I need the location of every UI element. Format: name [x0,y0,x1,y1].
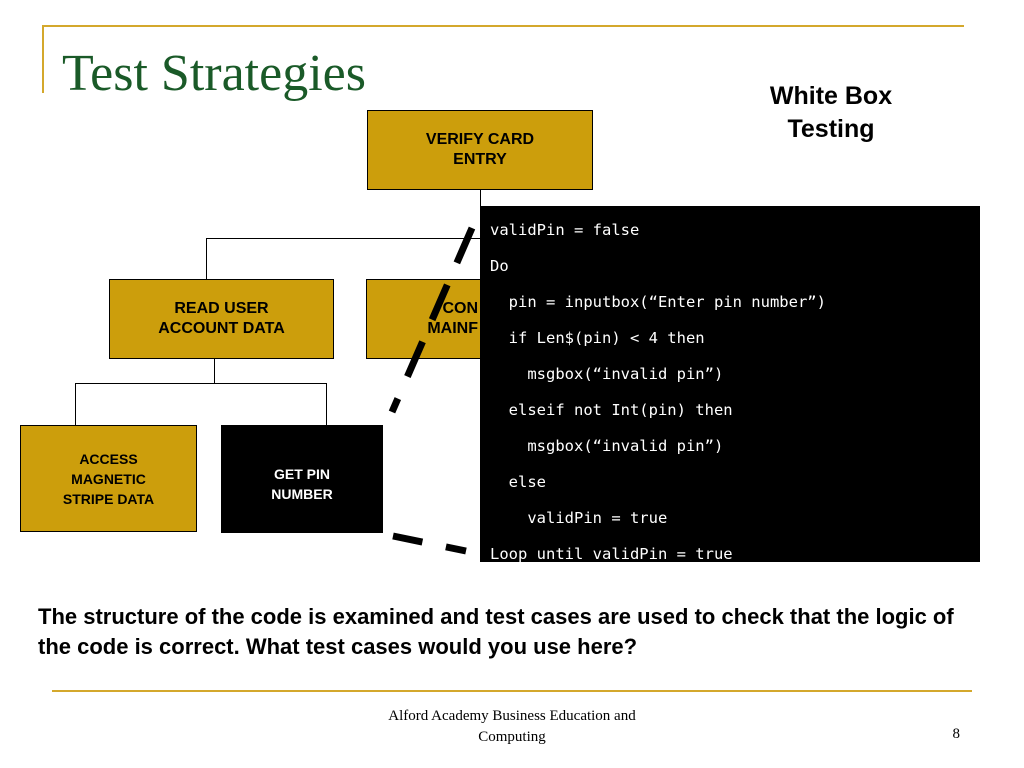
box-get-pin-line2: NUMBER [271,486,333,502]
box-confirm-line2: MAINF [427,320,478,337]
code-line: validPin = true [490,509,668,527]
box-read-user-line2: ACCOUNT DATA [158,320,285,337]
slide-caption: The structure of the code is examined an… [38,604,954,659]
box-verify-card-entry-line2: ENTRY [453,151,507,168]
footer-line1: Alford Academy Business Education and [388,708,636,724]
page-number: 8 [952,726,961,742]
code-panel: validPin = false Do pin = inputbox(“Ente… [480,206,980,563]
box-access-line2: MAGNETIC [71,470,146,487]
callout-dash-lower [392,532,467,555]
footer-text: Alford Academy Business Education and Co… [352,706,672,748]
code-line: Loop until validPin = true [490,545,733,563]
code-line: Do [490,257,509,275]
code-line: if Len$(pin) < 4 then [490,329,705,347]
box-access-magnetic-stripe: ACCESS MAGNETIC STRIPE DATA [20,425,197,532]
footer-line2: Computing [478,729,546,745]
white-box-label-line2: Testing [787,115,875,143]
code-line: msgbox(“invalid pin”) [490,365,724,383]
box-confirm-line1: CON [442,300,478,317]
box-access-line1: ACCESS [79,450,138,467]
connector-get-pin [326,383,327,425]
box-read-user-account-data: READ USER ACCOUNT DATA [109,279,334,359]
box-read-user-line1: READ USER [174,300,269,317]
code-line: msgbox(“invalid pin”) [490,437,724,455]
box-get-pin-number: GET PIN NUMBER [221,425,383,533]
code-line: elseif not Int(pin) then [490,401,733,419]
code-line: validPin = false [490,221,640,239]
box-verify-card-entry-line1: VERIFY CARD [425,131,535,148]
box-confirm-mainframe-partial: CON MAINF [366,279,480,359]
box-get-pin-line1: GET PIN [273,466,330,482]
left-rule [42,25,44,93]
box-verify-card-entry: VERIFY CARD ENTRY [367,110,593,190]
footer-rule [52,690,972,692]
code-line: else [490,473,546,491]
code-line: pin = inputbox(“Enter pin number”) [490,293,826,311]
top-rule [42,25,964,27]
connector-read-user-down [214,358,215,384]
box-access-line3: STRIPE DATA [62,490,155,507]
slide-title: Test Strategies [62,45,366,102]
white-box-label-line1: White Box [769,82,893,110]
connector-level2-horizontal [75,383,326,384]
white-box-label: White Box Testing [742,80,920,146]
connector-level1-horizontal [206,238,480,239]
connector-read-user [206,238,207,279]
connector-access-magnetic [75,383,76,425]
